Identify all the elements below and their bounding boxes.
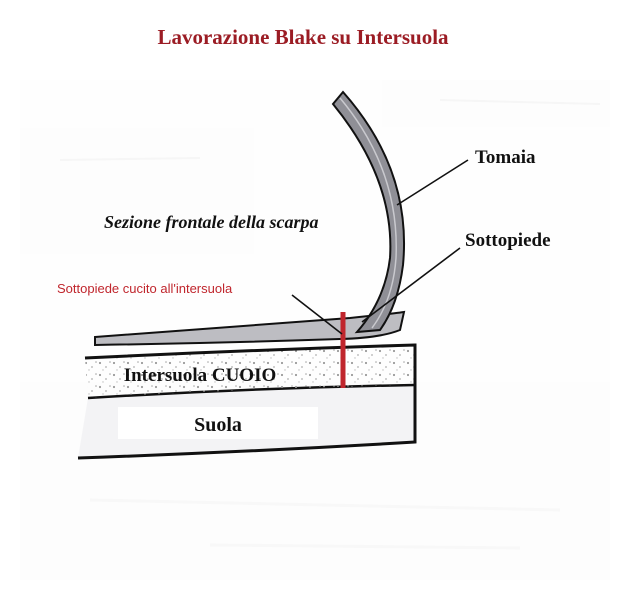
suola-label-box (118, 407, 318, 439)
section-label: Sezione frontale della scarpa (104, 212, 319, 232)
tomaia-label: Tomaia (475, 147, 536, 168)
sottopiede-label: Sottopiede (465, 230, 551, 251)
intersuola-layer: Intersuola CUOIO (84, 343, 417, 398)
intersuola-label: Intersuola CUOIO (124, 365, 277, 386)
stitch-leader-line (291, 294, 343, 335)
sottopiede-layer (94, 310, 406, 347)
stitch-label: Sottopiede cucito all'intersuola (57, 281, 233, 296)
diagram-title: Lavorazione Blake su Intersuola (157, 25, 449, 49)
suola-label: Suola (194, 414, 242, 436)
sottopiede-leader-line (361, 247, 461, 323)
tomaia-leader-line (396, 159, 469, 206)
suola-layer: Suola (77, 383, 417, 460)
